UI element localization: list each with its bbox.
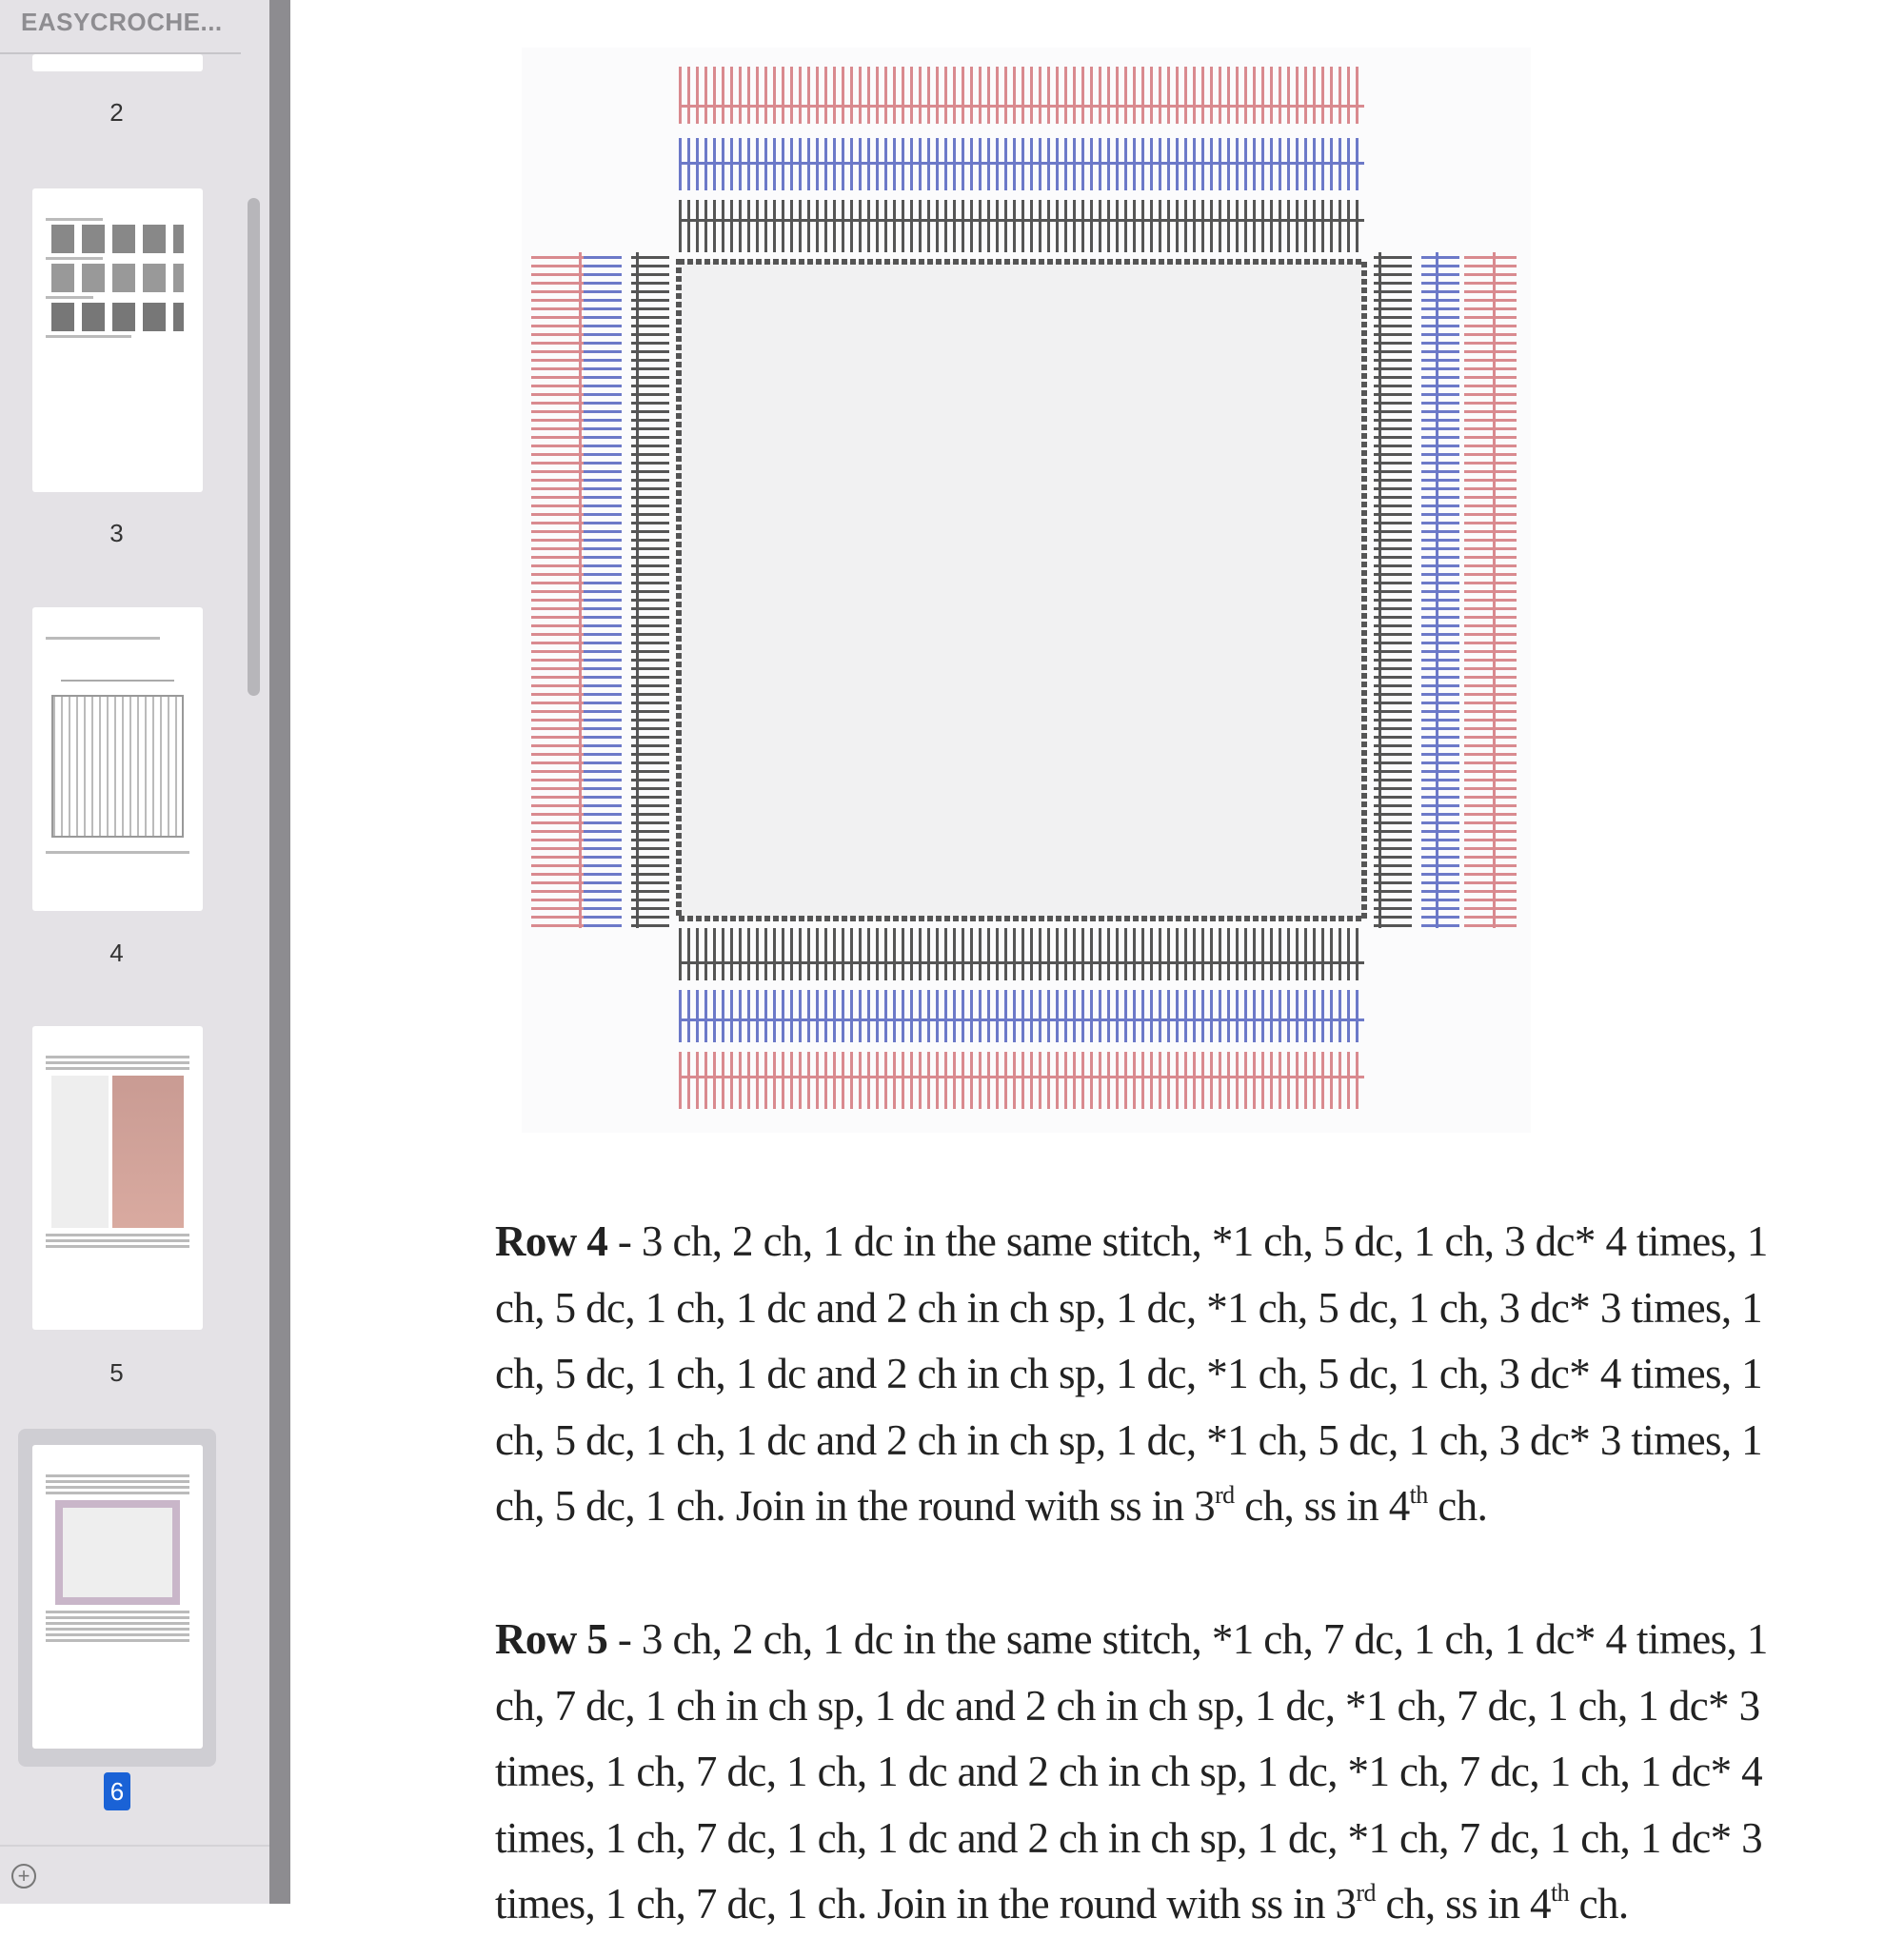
page-label-3: 3 <box>109 519 124 547</box>
row-4-label: Row 4 <box>495 1217 608 1265</box>
document-title: EASYCROCHE... <box>21 8 223 36</box>
page-thumbnail-6[interactable] <box>32 1445 203 1749</box>
sidebar-scrollbar[interactable] <box>248 198 260 696</box>
row-5-text: - 3 ch, 2 ch, 1 dc in the same stitch, *… <box>495 1615 1768 1928</box>
plus-circle-icon[interactable]: + <box>11 1864 36 1889</box>
page-label-2: 2 <box>109 98 124 127</box>
page-label-6: 6 <box>104 1772 130 1810</box>
superscript: th <box>1550 1879 1570 1907</box>
page-label-5: 5 <box>109 1358 124 1387</box>
page-thumbnail-5[interactable] <box>32 1026 203 1330</box>
row-4-text: ch. <box>1427 1482 1488 1530</box>
page-thumbnail-2[interactable] <box>32 54 203 71</box>
row-5-label: Row 5 <box>495 1615 608 1663</box>
superscript: rd <box>1215 1481 1235 1509</box>
thumbnail-sidebar: EASYCROCHE... 2 3 4 5 6 + <box>0 0 269 1904</box>
superscript: rd <box>1356 1879 1376 1907</box>
row-4-text: - 3 ch, 2 ch, 1 dc in the same stitch, *… <box>495 1217 1768 1530</box>
page-thumbnail-3[interactable] <box>32 188 203 492</box>
row-4-paragraph: Row 4 - 3 ch, 2 ch, 1 dc in the same sti… <box>495 1209 1799 1540</box>
document-page: Row 4 - 3 ch, 2 ch, 1 dc in the same sti… <box>290 0 1904 1928</box>
row-4-text: ch, ss in 4 <box>1234 1482 1410 1530</box>
row-5-text: ch, ss in 4 <box>1375 1880 1552 1928</box>
superscript: th <box>1409 1481 1429 1509</box>
page-thumbnail-4[interactable] <box>32 607 203 911</box>
sidebar-resize-handle[interactable] <box>269 0 290 1904</box>
divider <box>0 1845 269 1847</box>
crochet-chart-image <box>522 48 1531 1133</box>
divider <box>0 52 241 54</box>
row-5-text: ch. <box>1568 1880 1630 1928</box>
page-label-4: 4 <box>109 939 124 967</box>
row-5-paragraph: Row 5 - 3 ch, 2 ch, 1 dc in the same sti… <box>495 1607 1799 1938</box>
